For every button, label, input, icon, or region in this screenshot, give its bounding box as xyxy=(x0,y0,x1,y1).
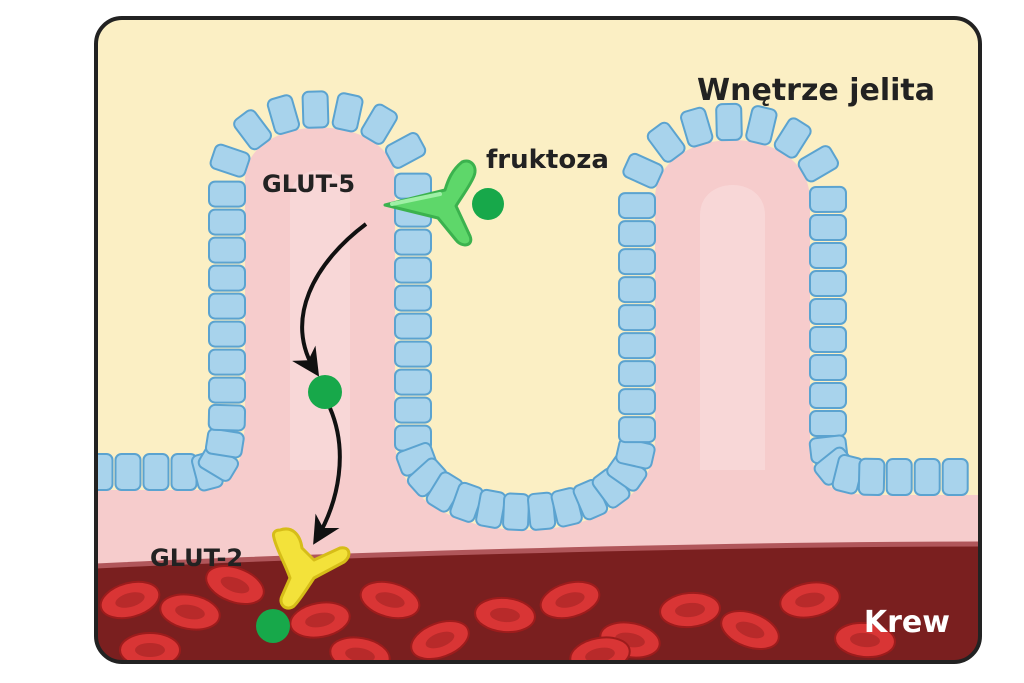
epithelial-cell xyxy=(941,458,969,496)
epithelial-cell xyxy=(209,143,251,178)
epithelial-cell xyxy=(809,242,847,269)
epithelial-cell xyxy=(204,427,245,459)
red-blood-cell-center xyxy=(490,607,520,623)
epithelial-cell xyxy=(618,304,656,332)
epithelial-cell xyxy=(394,228,432,256)
epithelial-cell xyxy=(394,312,432,340)
red-blood-cell-center xyxy=(425,631,455,649)
red-blood-cell-center xyxy=(585,647,615,662)
fructose-label: fruktoza xyxy=(486,145,609,175)
red-blood-cell-center xyxy=(345,647,375,662)
epithelial-cell xyxy=(114,453,142,491)
epithelial-cell xyxy=(809,326,847,353)
epithelial-cell xyxy=(394,256,432,284)
epithelial-cell xyxy=(680,106,714,148)
red-blood-cell-center xyxy=(675,602,705,618)
epithelial-cell xyxy=(301,90,330,129)
epithelial-cell xyxy=(618,220,656,248)
epithelial-cell xyxy=(207,403,247,432)
epithelial-cell xyxy=(773,117,812,159)
epithelial-cell xyxy=(331,92,364,133)
epithelial-cell xyxy=(618,248,656,276)
red-blood-cells xyxy=(99,565,896,662)
lumen-label: Wnętrze jelita xyxy=(697,73,935,108)
epithelial-cell xyxy=(208,320,246,348)
glut5-transporter xyxy=(383,159,477,247)
epithelial-cell xyxy=(715,102,743,142)
epithelial-cell xyxy=(618,360,656,388)
fructose-molecule-cell xyxy=(308,375,342,409)
epithelial-cell xyxy=(360,103,398,145)
red-blood-cell-center xyxy=(115,592,145,608)
blood-label: Krew xyxy=(864,605,950,640)
epithelial-cell xyxy=(475,488,507,529)
epithelial-cell xyxy=(394,340,432,368)
epithelial-cell xyxy=(809,410,847,437)
epithelial-cell xyxy=(394,368,432,396)
epithelial-cell xyxy=(913,458,941,496)
epithelial-cell xyxy=(384,132,427,169)
blood-vessel-wall xyxy=(96,541,980,569)
red-blood-cell-center xyxy=(555,592,585,608)
epithelial-cell xyxy=(208,236,246,264)
glut5-label: GLUT-5 xyxy=(262,170,355,198)
epithelial-cell xyxy=(809,382,847,409)
transport-arrow-1 xyxy=(292,222,368,377)
epithelial-cell xyxy=(885,458,913,496)
villus-core-left xyxy=(290,170,350,470)
glut2-label: GLUT-2 xyxy=(150,544,243,572)
red-blood-cell-center xyxy=(850,632,880,648)
epithelial-cell xyxy=(809,214,847,241)
epithelial-cell xyxy=(622,152,664,189)
frame-border xyxy=(94,16,982,664)
fructose-molecule-lumen xyxy=(472,188,504,220)
epithelial-cell xyxy=(618,192,656,220)
epithelial-cell xyxy=(142,453,170,491)
glut2-transporter xyxy=(272,527,351,610)
epithelial-cell xyxy=(809,270,847,297)
red-blood-cell-center xyxy=(795,592,825,608)
villus-core-right xyxy=(700,185,765,470)
epithelial-cell xyxy=(745,105,778,146)
epithelial-cell xyxy=(208,348,246,376)
epithelial-cell xyxy=(618,388,656,416)
red-blood-cell-center xyxy=(305,612,335,628)
epithelial-cell xyxy=(646,121,686,163)
red-blood-cell-center xyxy=(735,621,765,639)
red-blood-cell-center xyxy=(135,643,165,657)
epithelial-cell xyxy=(808,185,848,213)
red-blood-cell-center xyxy=(220,576,250,594)
epithelial-cell xyxy=(233,109,272,151)
red-blood-cell-center xyxy=(375,592,405,608)
epithelial-cell xyxy=(394,284,432,312)
epithelial-cell xyxy=(208,180,246,208)
epithelial-cell xyxy=(618,332,656,360)
epithelial-cell xyxy=(618,416,656,444)
epithelium-cells xyxy=(96,90,969,532)
epithelial-cell xyxy=(208,376,246,404)
epithelial-cell xyxy=(618,276,656,304)
epithelial-cell xyxy=(394,396,432,424)
epithelial-cell xyxy=(809,354,847,381)
epithelial-cell xyxy=(208,264,246,292)
epithelial-cell xyxy=(266,94,300,135)
epithelial-cell xyxy=(857,457,886,497)
epithelial-cell xyxy=(208,292,246,320)
epithelial-cell xyxy=(208,208,246,236)
fructose-molecule-blood xyxy=(256,609,290,643)
epithelial-cell xyxy=(96,453,114,491)
red-blood-cell-center xyxy=(175,604,205,620)
epithelial-cell xyxy=(809,298,847,325)
epithelial-cell xyxy=(797,145,839,183)
transport-arrow-2 xyxy=(313,407,342,545)
epithelial-cell xyxy=(502,492,531,532)
